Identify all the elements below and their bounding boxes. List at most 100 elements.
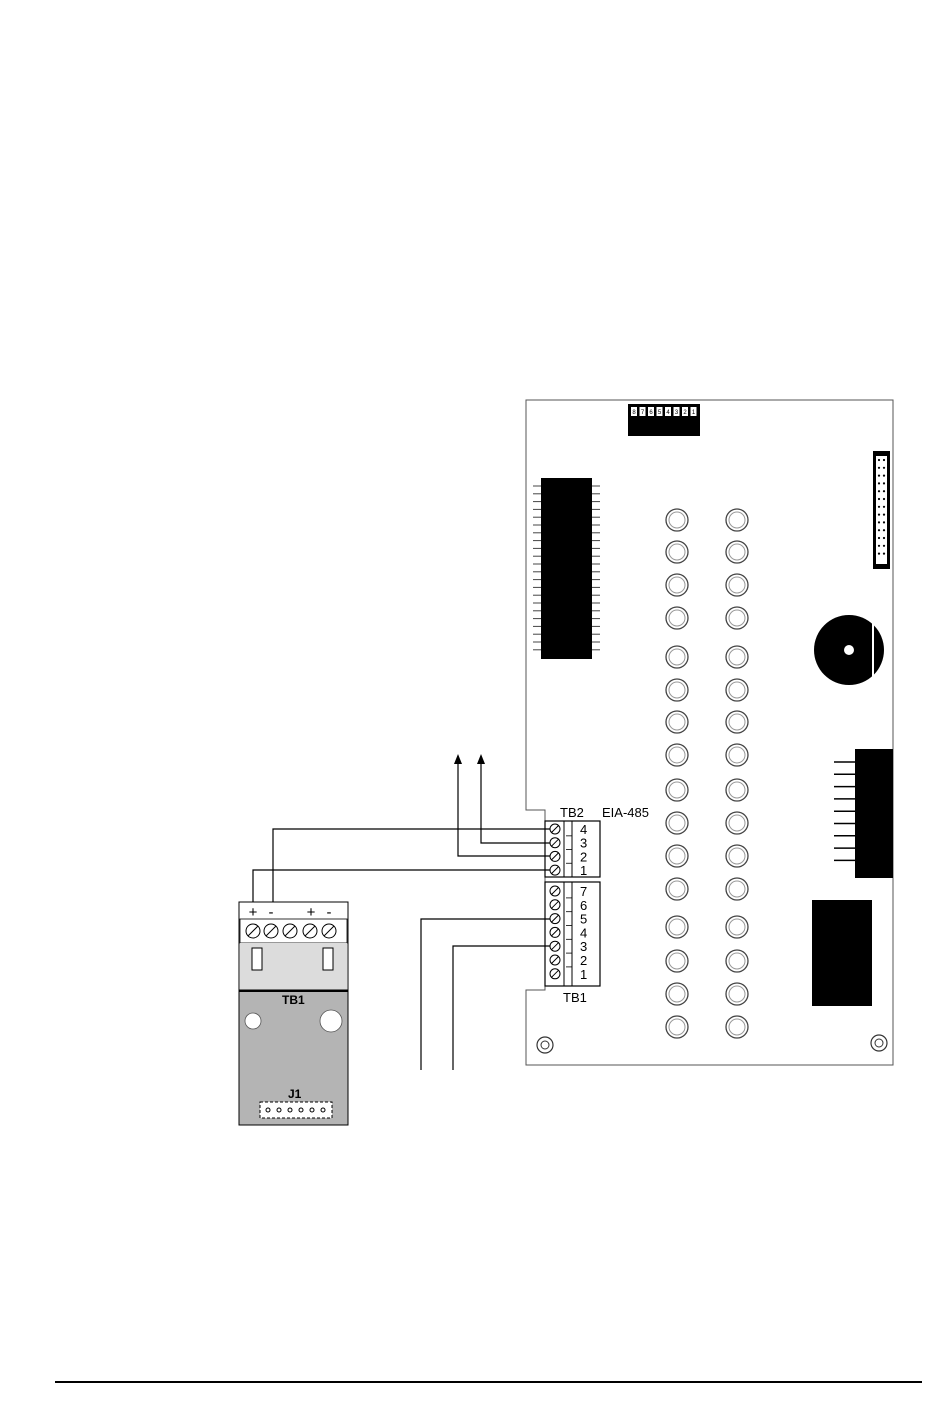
module-hole-right	[320, 1010, 342, 1032]
led	[666, 878, 688, 900]
terminal-screw	[550, 824, 560, 834]
interface-module: +-+- TB1 J1	[239, 902, 348, 1125]
j1-pin	[299, 1108, 303, 1112]
terminal-number: 2	[580, 953, 587, 968]
header-pin	[878, 475, 880, 477]
led	[726, 509, 748, 531]
led	[726, 711, 748, 733]
module-hole-left	[245, 1013, 261, 1029]
led	[726, 679, 748, 701]
module-terminal-screw	[264, 924, 278, 938]
header-pin	[878, 529, 880, 531]
header-pin	[883, 506, 885, 508]
terminal-number: 1	[580, 967, 587, 982]
header-pin	[883, 498, 885, 500]
terminal-number: 5	[580, 912, 587, 927]
latch-left	[252, 948, 262, 970]
module-terminal-screw	[322, 924, 336, 938]
terminal-number: 1	[580, 863, 587, 878]
arrow-up-icon	[477, 754, 485, 764]
led	[666, 679, 688, 701]
header-pin	[883, 553, 885, 555]
module-terminal-screw	[303, 924, 317, 938]
tb2-terminal-block: 4321	[545, 821, 600, 878]
led	[666, 541, 688, 563]
header-pin	[878, 482, 880, 484]
header-pin	[883, 537, 885, 539]
header-pin	[878, 553, 880, 555]
terminal-screw	[550, 900, 560, 910]
terminal-screw	[550, 941, 560, 951]
polarity-label: -	[269, 904, 274, 921]
header-pin	[883, 475, 885, 477]
j1-pin	[321, 1108, 325, 1112]
ic-chip	[533, 478, 600, 659]
polarity-label: +	[249, 904, 258, 921]
header-pin	[878, 490, 880, 492]
terminal-number: 7	[580, 884, 587, 899]
header-pin	[883, 545, 885, 547]
terminal-number: 6	[580, 898, 587, 913]
led	[726, 845, 748, 867]
arrowheads	[454, 754, 485, 764]
led	[666, 983, 688, 1005]
header-pin	[883, 529, 885, 531]
tb1-main-label: TB1	[563, 990, 587, 1005]
terminal-screw	[550, 969, 560, 979]
led	[726, 541, 748, 563]
header-pin	[878, 545, 880, 547]
terminal-screw	[550, 927, 560, 937]
j1-pin	[310, 1108, 314, 1112]
led	[666, 607, 688, 629]
led	[666, 1016, 688, 1038]
header-pin	[878, 459, 880, 461]
led	[726, 646, 748, 668]
ribbon-header-connector	[873, 451, 890, 569]
latch-right	[323, 948, 333, 970]
header-pin	[883, 521, 885, 523]
component-block	[812, 900, 872, 1006]
wire-tb2-4	[273, 829, 550, 905]
led	[726, 950, 748, 972]
led	[666, 744, 688, 766]
led	[666, 711, 688, 733]
led	[726, 812, 748, 834]
led	[726, 779, 748, 801]
j1-pin	[266, 1108, 270, 1112]
led	[726, 878, 748, 900]
terminal-screw	[550, 914, 560, 924]
led	[726, 744, 748, 766]
led	[726, 983, 748, 1005]
header-pin	[878, 537, 880, 539]
terminal-screw	[550, 955, 560, 965]
j1-label: J1	[288, 1087, 302, 1101]
led	[666, 845, 688, 867]
tb1-module-label: TB1	[282, 993, 305, 1007]
header-pin	[883, 514, 885, 516]
led	[726, 607, 748, 629]
terminal-screw	[550, 886, 560, 896]
header-pin	[878, 506, 880, 508]
header-pin	[878, 521, 880, 523]
led	[666, 779, 688, 801]
polarity-label: -	[327, 904, 332, 921]
led	[666, 646, 688, 668]
j1-pin	[288, 1108, 292, 1112]
terminal-screw	[550, 838, 560, 848]
terminal-screw	[550, 851, 560, 861]
led	[666, 574, 688, 596]
led	[726, 574, 748, 596]
header-pin	[883, 467, 885, 469]
tb2-label: TB2	[560, 805, 584, 820]
led	[726, 1016, 748, 1038]
j1-pin	[277, 1108, 281, 1112]
eia-485-label: EIA-485	[602, 805, 649, 820]
terminal-screw	[550, 865, 560, 875]
header-pin	[878, 467, 880, 469]
led	[666, 812, 688, 834]
terminal-number: 4	[580, 925, 587, 940]
